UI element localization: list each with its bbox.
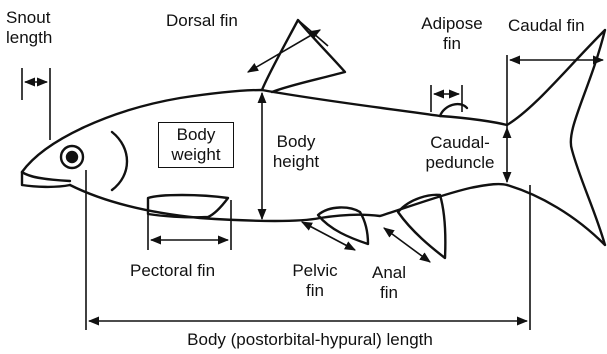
anal-fin-arrow bbox=[384, 228, 430, 262]
body-weight-label-line2: weight bbox=[165, 145, 227, 165]
fish-pupil bbox=[67, 152, 77, 162]
pelvic-fin-label-line1: Pelvic bbox=[285, 261, 345, 281]
pectoral-fin-shape bbox=[148, 195, 228, 217]
body-height-label: Body height bbox=[266, 132, 326, 172]
pelvic-fin-shape bbox=[318, 207, 368, 244]
anal-fin-label-line2: fin bbox=[364, 283, 414, 303]
snout-length-label-line1: Snout bbox=[6, 8, 52, 28]
fish-mouth bbox=[22, 172, 70, 187]
body-weight-label: Body weight bbox=[158, 122, 234, 168]
anal-fin-shape bbox=[398, 195, 445, 258]
pectoral-fin-label: Pectoral fin bbox=[130, 261, 215, 281]
anal-fin-label: Anal fin bbox=[364, 263, 414, 303]
caudal-peduncle-label-line2: peduncle bbox=[414, 153, 506, 173]
operculum-arc bbox=[112, 132, 127, 190]
dorsal-fin-label: Dorsal fin bbox=[166, 11, 238, 31]
body-height-label-line1: Body bbox=[266, 132, 326, 152]
adipose-fin-label-line1: Adipose bbox=[412, 14, 492, 34]
dorsal-fin-tick bbox=[298, 20, 328, 46]
adipose-fin-label: Adipose fin bbox=[412, 14, 492, 54]
snout-length-label: Snout length bbox=[6, 8, 52, 48]
caudal-fin-label: Caudal fin bbox=[508, 16, 585, 36]
anal-fin-label-line1: Anal bbox=[364, 263, 414, 283]
snout-length-label-line2: length bbox=[6, 28, 52, 48]
pelvic-fin-label: Pelvic fin bbox=[285, 261, 345, 301]
body-length-label: Body (postorbital-hypural) length bbox=[100, 330, 520, 350]
pelvic-fin-label-line2: fin bbox=[285, 281, 345, 301]
dorsal-fin-arrow bbox=[248, 30, 320, 72]
caudal-peduncle-label-line1: Caudal- bbox=[414, 133, 506, 153]
body-weight-label-line1: Body bbox=[165, 125, 227, 145]
adipose-fin-label-line2: fin bbox=[412, 34, 492, 54]
adipose-fin-shape bbox=[440, 104, 467, 116]
caudal-peduncle-label: Caudal- peduncle bbox=[414, 133, 506, 173]
body-height-label-line2: height bbox=[266, 152, 326, 172]
caudal-fin-shape bbox=[507, 30, 605, 245]
